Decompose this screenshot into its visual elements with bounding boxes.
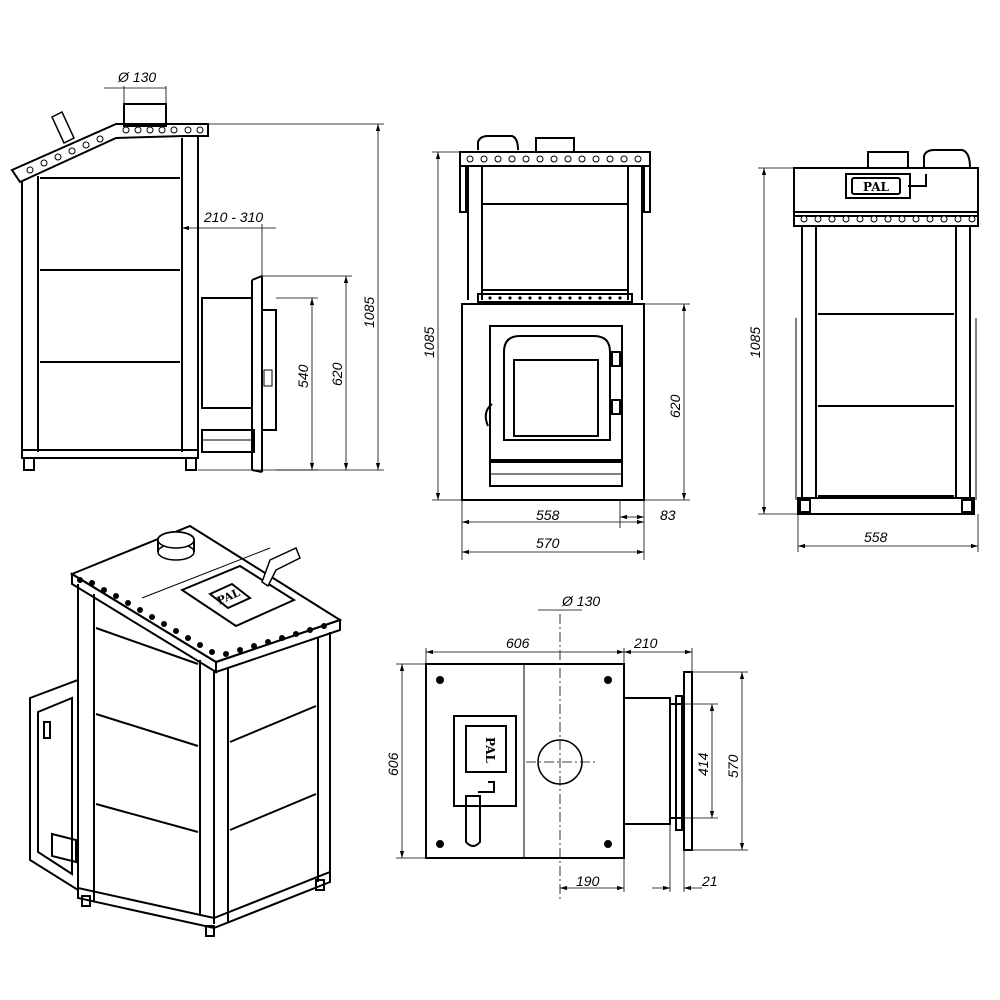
back-top-bolts: [800, 215, 976, 223]
top-overall-depth-label: 606: [385, 752, 401, 776]
top-door-projection-label: 210: [633, 635, 658, 651]
front-overall-height-label: 1085: [421, 327, 437, 358]
side-overall-height-label: 1085: [361, 297, 377, 328]
top-depth-label: 606: [506, 635, 530, 651]
front-overall-width-label: 570: [536, 535, 560, 551]
iso-view: PAL: [29, 524, 343, 937]
back-width-label: 558: [864, 529, 888, 545]
top-door-height-label: 414: [695, 752, 711, 776]
back-logo: PAL: [863, 180, 889, 194]
front-door-offset-label: 83: [660, 507, 676, 523]
side-door-height-label: 620: [329, 362, 345, 386]
top-flue-offset-label: 190: [576, 873, 600, 889]
side-opening-height-label: 540: [295, 364, 311, 388]
side-flue-diameter-label: Ø 130: [117, 69, 156, 85]
side-view: Ø 130 210 - 310 1085 620 540: [10, 69, 384, 473]
side-door-projection-label: 210 - 310: [203, 209, 263, 225]
side-roof-bolts: [26, 126, 204, 174]
top-logo: PAL: [483, 737, 497, 763]
front-inner-width-label: 558: [536, 507, 560, 523]
top-flue-diameter-label: Ø 130: [561, 593, 600, 609]
top-door-frame-height-label: 570: [725, 754, 741, 778]
back-overall-height-label: 1085: [747, 327, 763, 358]
iso-roof-bolts: [77, 577, 327, 657]
front-door-height-label: 620: [667, 394, 683, 418]
top-view: PAL Ø 130 606 210 606 414: [385, 593, 748, 900]
front-mid-bolts: [488, 296, 622, 300]
top-frame-thickness-label: 21: [701, 873, 718, 889]
back-view: PAL 1085 558: [747, 149, 979, 552]
front-view: 1085 620 558 83 570: [421, 135, 690, 560]
front-top-bolts: [466, 155, 642, 163]
